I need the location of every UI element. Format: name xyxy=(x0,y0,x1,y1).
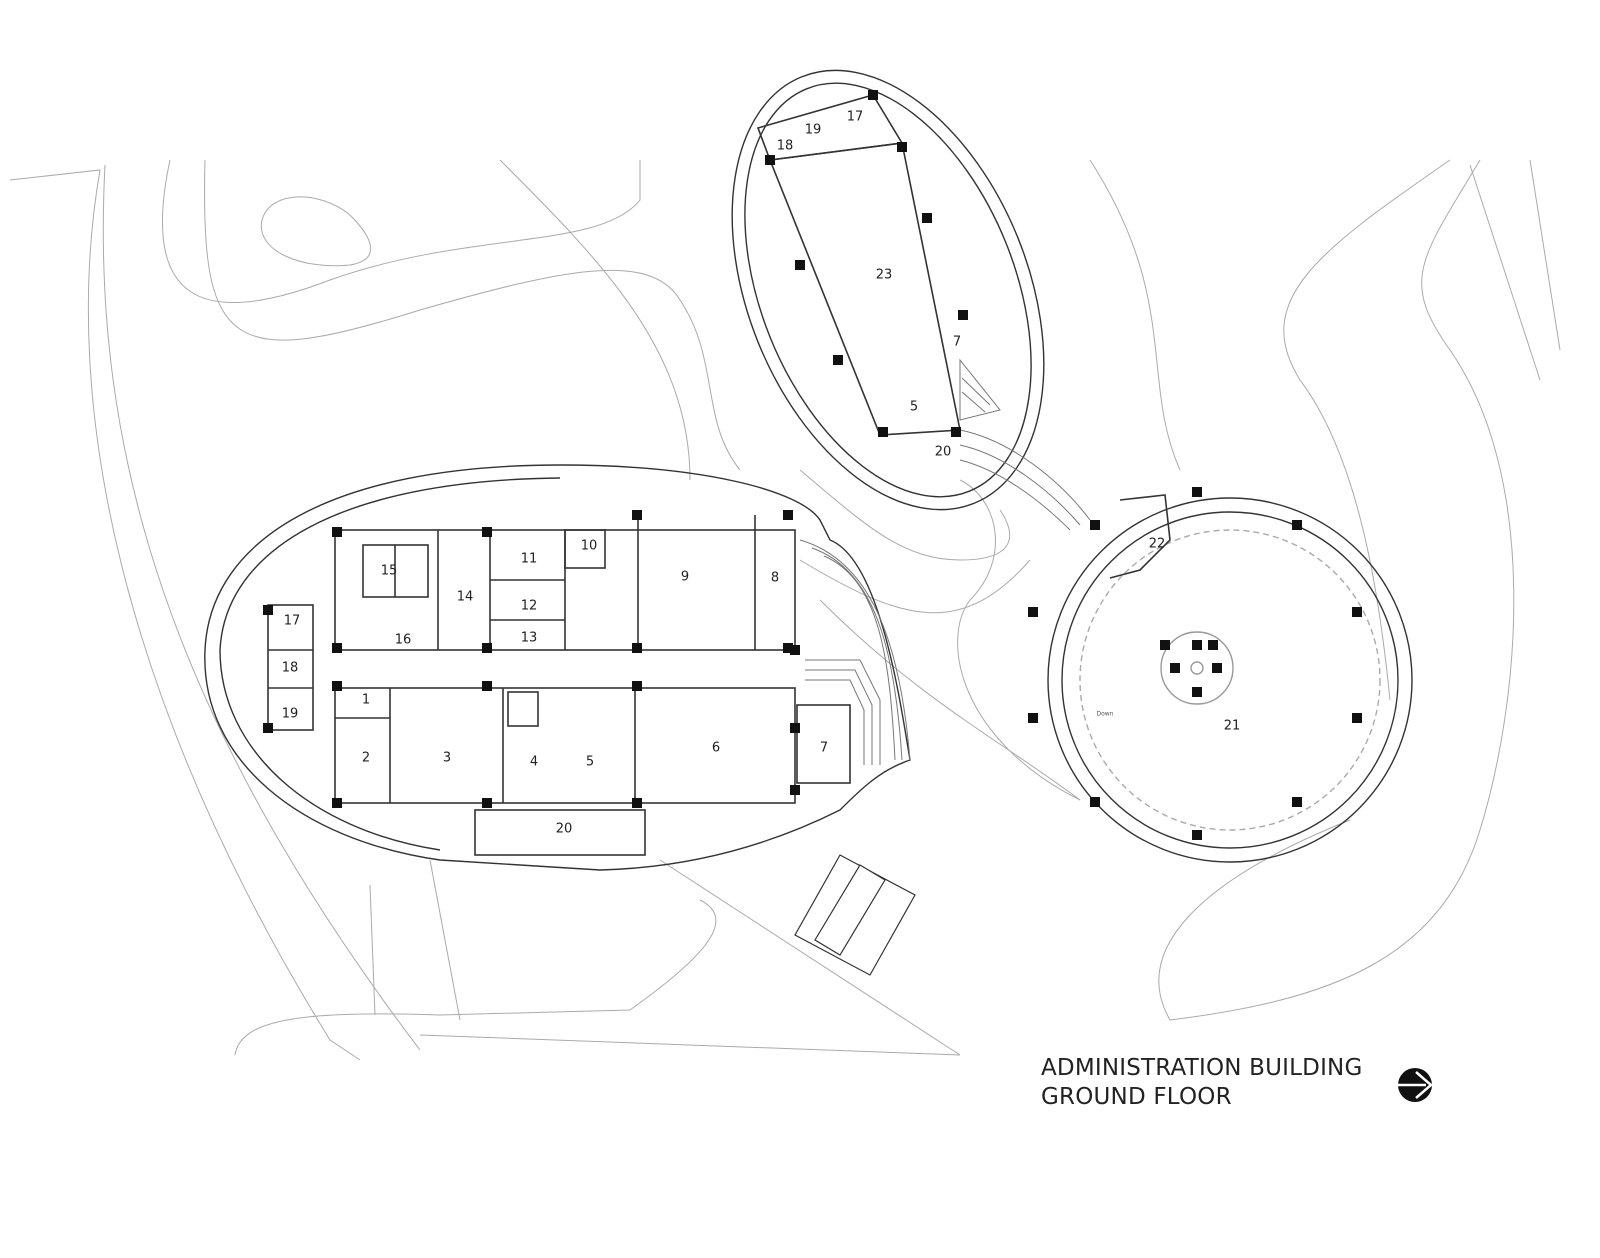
column xyxy=(868,90,878,100)
room-label: 17 xyxy=(847,110,864,125)
column xyxy=(332,681,342,691)
down-annotation: Down xyxy=(1096,711,1113,718)
column xyxy=(1352,713,1362,723)
column xyxy=(482,798,492,808)
column xyxy=(1292,520,1302,530)
column xyxy=(482,643,492,653)
room-label: 15 xyxy=(381,564,398,579)
column xyxy=(1192,640,1202,650)
room-label: 9 xyxy=(681,570,689,585)
main-building-outline xyxy=(204,464,911,871)
room-label: 19 xyxy=(282,707,299,722)
column xyxy=(1160,640,1170,650)
column xyxy=(263,605,273,615)
room-label: 10 xyxy=(581,539,598,554)
column xyxy=(632,643,642,653)
room-label: 18 xyxy=(282,661,299,676)
parking-structure xyxy=(794,854,916,976)
room-label: 19 xyxy=(805,123,822,138)
room-label: 21 xyxy=(1224,719,1241,734)
column xyxy=(1090,797,1100,807)
column xyxy=(790,645,800,655)
column xyxy=(951,427,961,437)
column xyxy=(1192,830,1202,840)
column xyxy=(1028,713,1038,723)
column xyxy=(1208,640,1218,650)
column xyxy=(922,213,932,223)
column xyxy=(332,643,342,653)
column xyxy=(482,527,492,537)
stairs-and-steps xyxy=(799,358,1091,765)
building-outlines xyxy=(204,69,1413,871)
column xyxy=(332,527,342,537)
room-label: 17 xyxy=(284,614,301,629)
column xyxy=(783,510,793,520)
pavilion-outline xyxy=(731,69,1045,511)
column xyxy=(958,310,968,320)
column xyxy=(897,142,907,152)
column xyxy=(632,798,642,808)
room-label: 1 xyxy=(362,693,370,708)
column xyxy=(263,723,273,733)
column xyxy=(1212,663,1222,673)
round-hall-outline xyxy=(1047,497,1413,863)
room-label: 18 xyxy=(777,139,794,154)
room-label: 20 xyxy=(556,822,573,837)
room-label: 23 xyxy=(876,268,893,283)
room-label: 22 xyxy=(1149,537,1166,552)
north-arrow-icon xyxy=(1398,1068,1433,1102)
room-label: 20 xyxy=(935,445,952,460)
drawing-title-line1: ADMINISTRATION BUILDING xyxy=(1041,1055,1363,1081)
column xyxy=(765,155,775,165)
room-label: 6 xyxy=(712,741,720,756)
column xyxy=(1192,687,1202,697)
column xyxy=(632,510,642,520)
room-label: 13 xyxy=(521,631,538,646)
room-label: 16 xyxy=(395,633,412,648)
room-label: 7 xyxy=(820,741,828,756)
column xyxy=(783,643,793,653)
column xyxy=(795,260,805,270)
site-contours xyxy=(9,159,1561,1061)
room-label: 5 xyxy=(910,400,918,415)
column xyxy=(332,798,342,808)
column xyxy=(1170,663,1180,673)
room-label: 12 xyxy=(521,599,538,614)
column xyxy=(482,681,492,691)
room-label: 2 xyxy=(362,751,370,766)
room-label: 4 xyxy=(530,755,538,770)
column xyxy=(790,723,800,733)
column xyxy=(878,427,888,437)
room-label: 7 xyxy=(953,335,961,350)
room-label: 5 xyxy=(586,755,594,770)
room-label: 8 xyxy=(771,571,779,586)
column xyxy=(790,785,800,795)
room-label: 14 xyxy=(457,590,474,605)
column xyxy=(632,681,642,691)
column xyxy=(1292,797,1302,807)
column xyxy=(1028,607,1038,617)
column xyxy=(833,355,843,365)
room-label: 3 xyxy=(443,751,451,766)
structural-columns xyxy=(263,90,1362,840)
column xyxy=(1090,520,1100,530)
column xyxy=(1352,607,1362,617)
drawing-title-line2: GROUND FLOOR xyxy=(1041,1084,1232,1110)
room-label: 11 xyxy=(521,552,538,567)
column xyxy=(1192,487,1202,497)
